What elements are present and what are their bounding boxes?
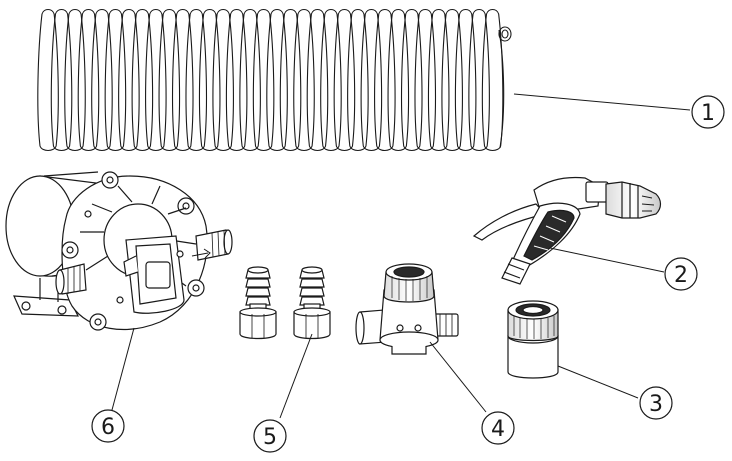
leader-line-5 bbox=[279, 333, 313, 419]
hose-coil bbox=[145, 8, 167, 152]
hose-coil bbox=[333, 8, 356, 152]
hose-coil bbox=[266, 8, 288, 152]
inline-filter bbox=[355, 263, 459, 355]
diaphragm-pump bbox=[5, 171, 233, 331]
hose-coil bbox=[171, 8, 194, 152]
callout-5-number: 5 bbox=[263, 425, 277, 450]
leader-line-4 bbox=[429, 341, 487, 413]
quick-connector bbox=[507, 300, 559, 379]
hose-end bbox=[498, 26, 512, 42]
hose-coil bbox=[118, 8, 140, 152]
hose-coil bbox=[158, 8, 181, 152]
callout-4: 4 bbox=[481, 411, 515, 445]
callout-1: 1 bbox=[691, 95, 725, 129]
callout-3: 3 bbox=[639, 386, 673, 420]
hose-coil bbox=[91, 8, 113, 152]
callout-5: 5 bbox=[253, 419, 287, 453]
hose-coil bbox=[77, 8, 100, 152]
barb-fittings bbox=[239, 266, 331, 340]
hose-coil bbox=[279, 8, 302, 152]
hose-coil bbox=[252, 8, 275, 152]
leader-lines bbox=[111, 93, 691, 419]
hose-coil bbox=[320, 8, 342, 152]
hose-coil bbox=[50, 8, 73, 152]
callout-3-number: 3 bbox=[649, 392, 663, 417]
hose-end-inner bbox=[501, 29, 509, 39]
hose-coil bbox=[454, 8, 477, 152]
spray-gun bbox=[472, 176, 662, 285]
hose-coil bbox=[293, 8, 315, 152]
hose-coil bbox=[414, 8, 437, 152]
hose-coil bbox=[347, 8, 369, 152]
barb-fitting-right bbox=[293, 266, 331, 340]
callout-2: 2 bbox=[664, 257, 698, 291]
hose-coil bbox=[400, 8, 423, 152]
hose-coil bbox=[387, 8, 410, 152]
barb-fitting-left bbox=[239, 266, 277, 340]
leader-line-1 bbox=[513, 93, 691, 111]
hose-coil bbox=[239, 8, 261, 152]
hose-coil bbox=[360, 8, 383, 152]
hose-coil bbox=[441, 8, 463, 152]
hose-coil bbox=[198, 8, 221, 152]
hose-coil bbox=[468, 8, 490, 152]
leader-line-6 bbox=[111, 327, 135, 411]
hose-coil bbox=[306, 8, 329, 152]
hose-coil bbox=[64, 8, 86, 152]
leader-line-3 bbox=[557, 365, 639, 399]
hose-coil bbox=[37, 8, 59, 152]
callout-4-number: 4 bbox=[491, 417, 505, 442]
coiled-hose bbox=[37, 8, 512, 152]
callout-2-number: 2 bbox=[674, 263, 688, 288]
hose-coil bbox=[131, 8, 154, 152]
hose-coil bbox=[104, 8, 127, 152]
hose-coil bbox=[225, 8, 248, 152]
hose-coil bbox=[427, 8, 450, 152]
leader-line-2 bbox=[549, 247, 665, 273]
callout-1-number: 1 bbox=[701, 101, 715, 126]
hose-tail bbox=[498, 29, 505, 149]
hose-coil bbox=[185, 8, 208, 152]
callout-6-number: 6 bbox=[101, 415, 115, 440]
hose-coil bbox=[212, 8, 234, 152]
callout-6: 6 bbox=[91, 409, 125, 443]
hose-coil bbox=[374, 8, 396, 152]
